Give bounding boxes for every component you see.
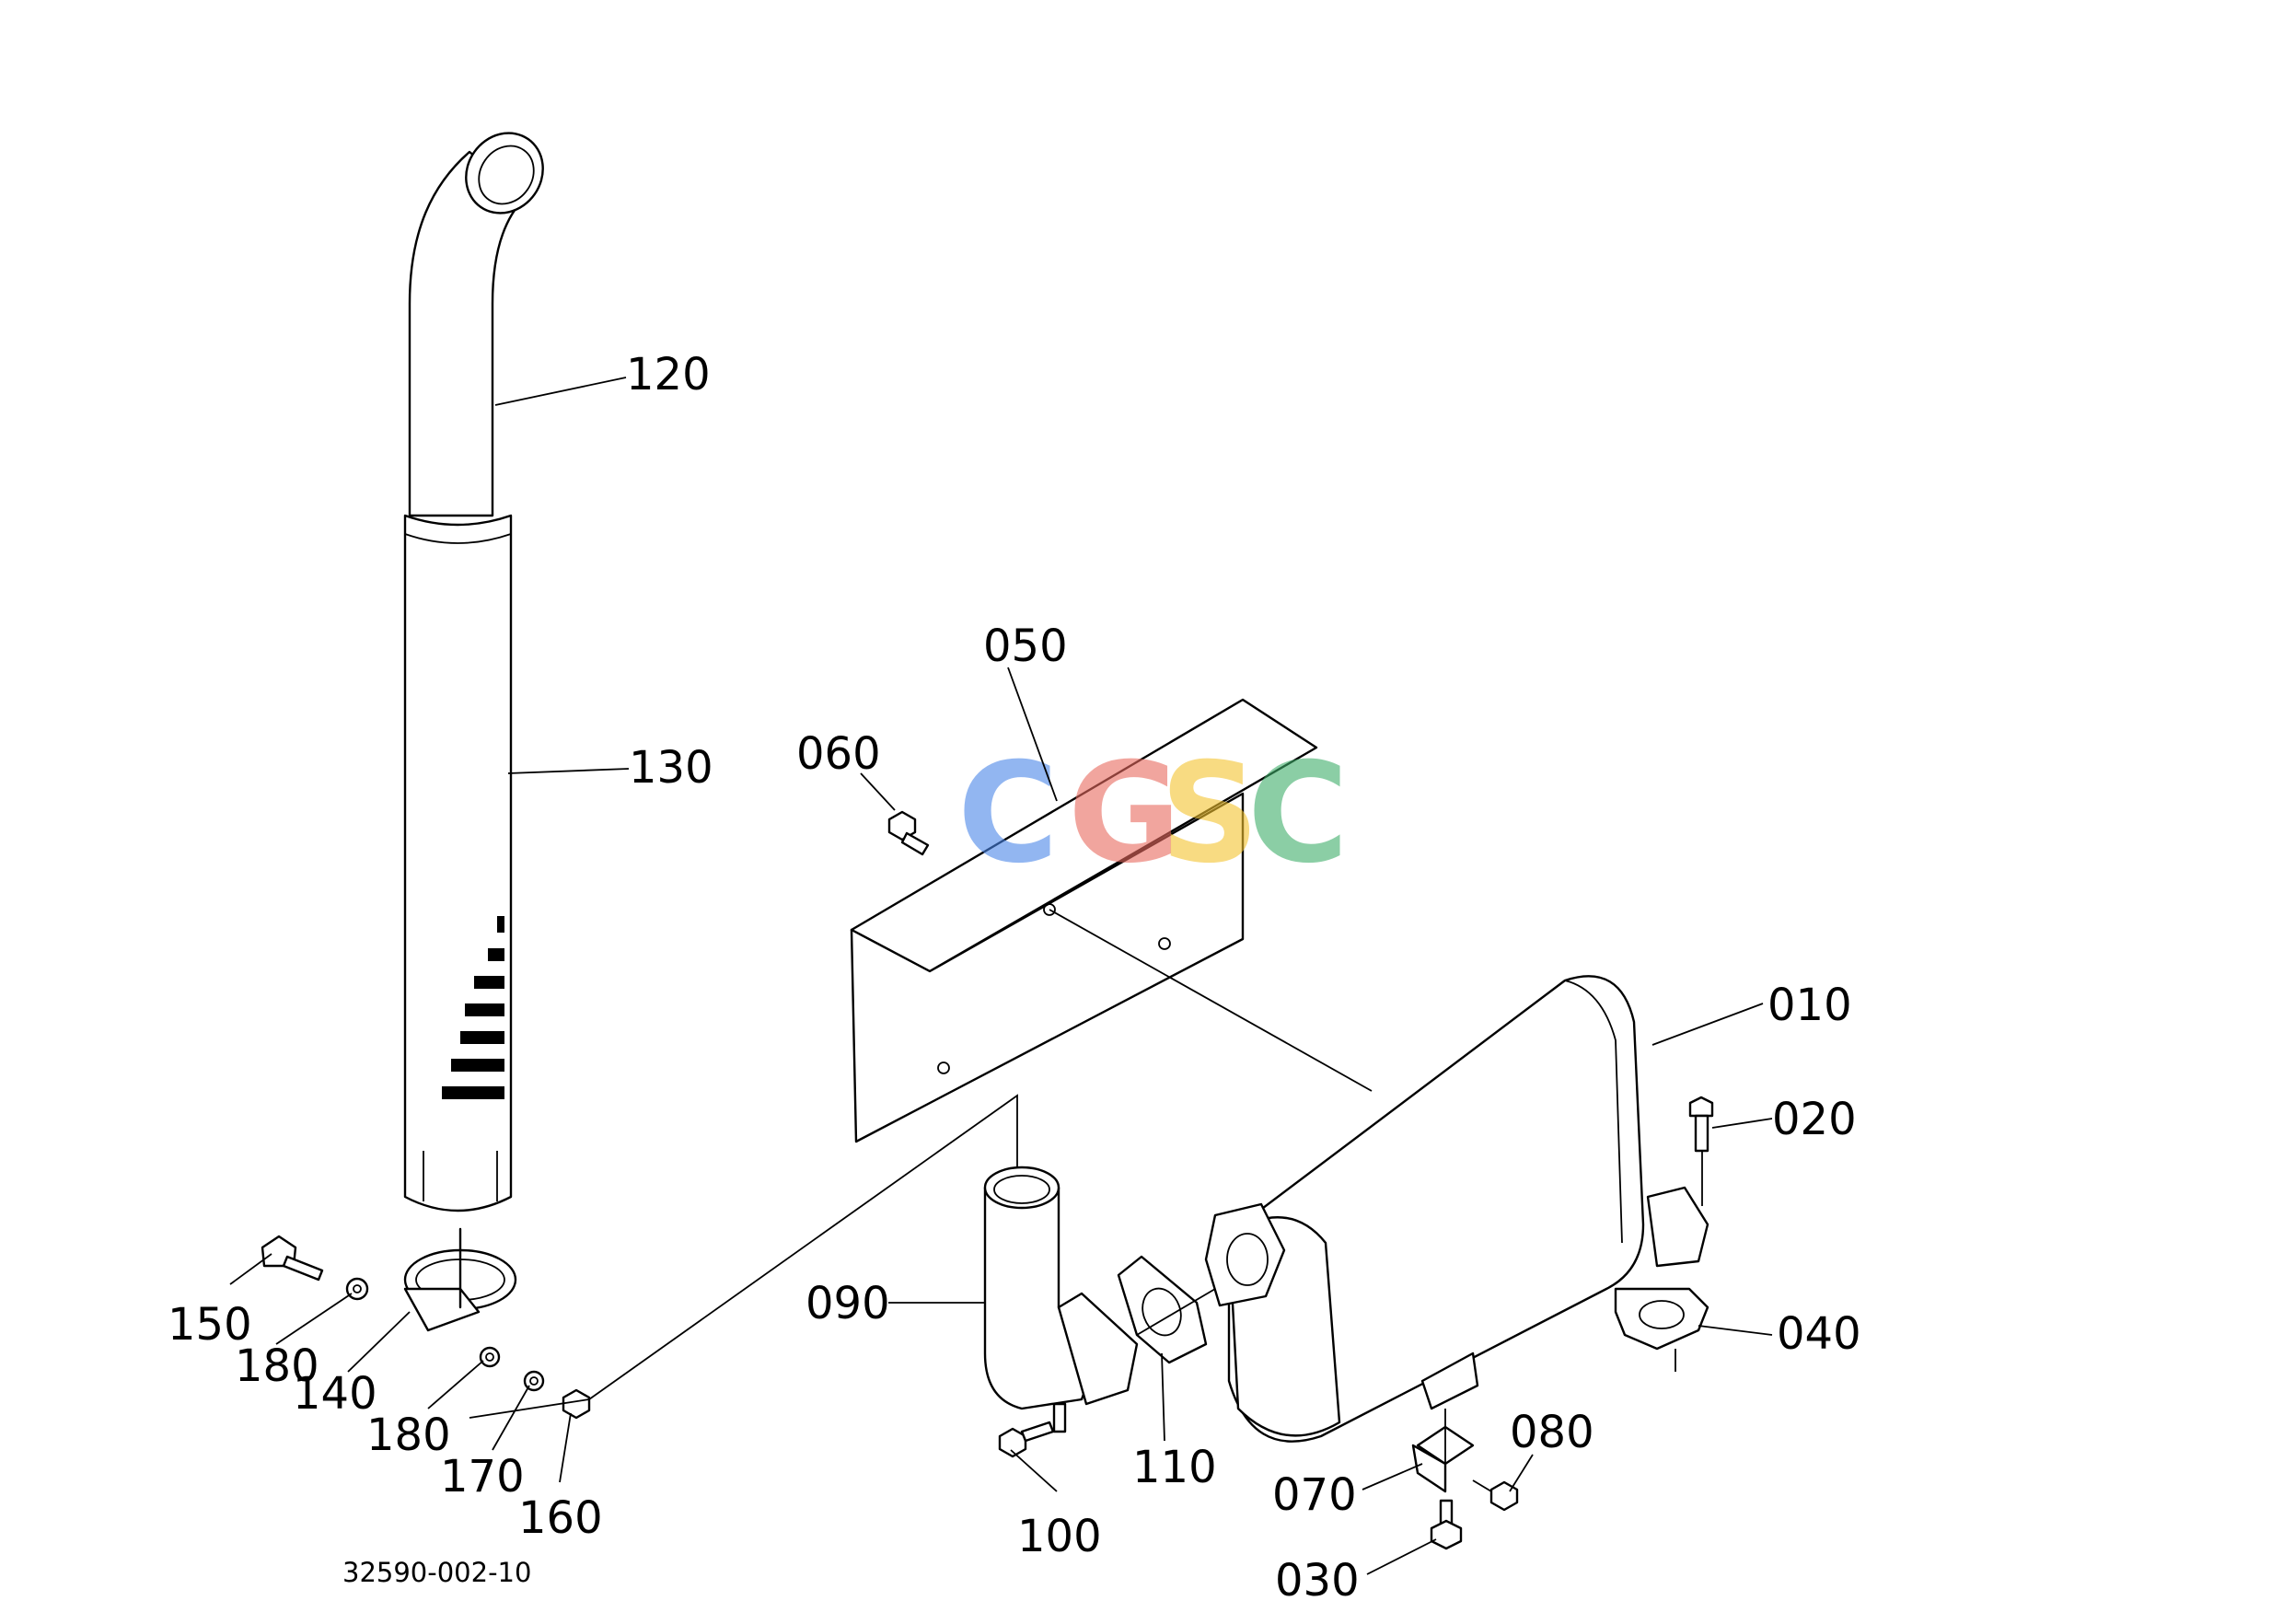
drawing-reference-code: 32590-002-10 bbox=[342, 1557, 531, 1588]
heat-shield-part-050 bbox=[850, 698, 1318, 1143]
washer-part-180b bbox=[479, 1346, 501, 1368]
callout-120: 120 bbox=[626, 349, 711, 400]
callout-140: 140 bbox=[293, 1368, 377, 1420]
callout-090: 090 bbox=[805, 1278, 890, 1329]
callout-010: 010 bbox=[1767, 980, 1852, 1031]
clamp-part-140 bbox=[403, 1227, 517, 1332]
watermark-letter-c1: C bbox=[957, 734, 1059, 894]
callout-110: 110 bbox=[1132, 1442, 1217, 1493]
elbow-pipe-part-090 bbox=[983, 1166, 1139, 1433]
callout-060: 060 bbox=[796, 728, 881, 780]
nut-part-160 bbox=[562, 1388, 591, 1420]
bolt-part-030 bbox=[1430, 1499, 1463, 1550]
watermark-letter-g: G bbox=[1068, 734, 1181, 894]
callout-050: 050 bbox=[983, 621, 1068, 672]
cgsc-watermark: C G S C bbox=[957, 734, 1349, 894]
callout-160: 160 bbox=[518, 1492, 603, 1544]
callout-020: 020 bbox=[1772, 1094, 1857, 1145]
bolt-part-060 bbox=[887, 810, 930, 856]
callout-130: 130 bbox=[629, 742, 713, 794]
muffler-part-010 bbox=[1204, 975, 1709, 1443]
bolt-part-020 bbox=[1688, 1096, 1714, 1206]
part-callouts: 120 130 050 060 010 020 040 090 110 100 … bbox=[168, 349, 1861, 1607]
tail-pipe-part-120 bbox=[408, 132, 544, 517]
callout-150: 150 bbox=[168, 1299, 252, 1351]
perforated-pipe-part-130 bbox=[403, 514, 513, 1212]
gasket-part-040 bbox=[1614, 1287, 1709, 1372]
callout-100: 100 bbox=[1017, 1511, 1102, 1562]
watermark-letter-c2: C bbox=[1247, 734, 1349, 894]
bolt-part-100 bbox=[998, 1421, 1055, 1458]
washer-part-180a bbox=[345, 1277, 369, 1301]
callout-030: 030 bbox=[1275, 1555, 1360, 1607]
bolt-part-150 bbox=[261, 1235, 324, 1282]
watermark-letter-s: S bbox=[1160, 734, 1259, 894]
callout-070: 070 bbox=[1272, 1469, 1357, 1521]
callout-040: 040 bbox=[1777, 1308, 1861, 1360]
callout-080: 080 bbox=[1510, 1407, 1594, 1458]
perforation-slots bbox=[442, 916, 504, 1099]
leader-lines bbox=[229, 377, 1773, 1575]
bracket-part-070 bbox=[1411, 1351, 1479, 1493]
callout-180-lower: 180 bbox=[366, 1409, 451, 1461]
callout-170: 170 bbox=[440, 1451, 525, 1502]
callout-180-upper: 180 bbox=[235, 1340, 319, 1392]
